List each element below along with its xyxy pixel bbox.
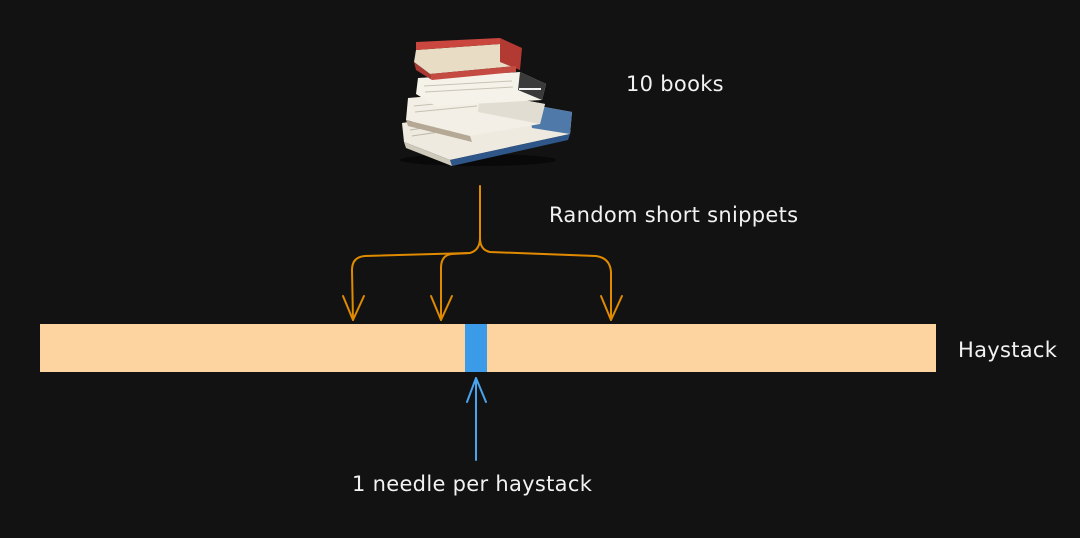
brace-stem (351, 185, 481, 321)
snippets-label: Random short snippets (549, 203, 799, 227)
brace-middle (440, 252, 471, 321)
arrowhead-middle (430, 295, 453, 321)
book-stack-image (400, 38, 572, 166)
needle-block (465, 324, 487, 372)
books-label: 10 books (626, 72, 724, 96)
arrowhead-right (600, 295, 623, 321)
snippet-arrows (342, 185, 623, 321)
needle-label: 1 needle per haystack (352, 472, 593, 496)
book-white (416, 72, 546, 106)
haystack-bar (40, 324, 936, 372)
needle-arrow (466, 377, 487, 461)
book-red (414, 38, 522, 80)
brace-right (479, 237, 612, 321)
haystack-label: Haystack (958, 338, 1058, 362)
arrowhead-left (342, 295, 365, 321)
